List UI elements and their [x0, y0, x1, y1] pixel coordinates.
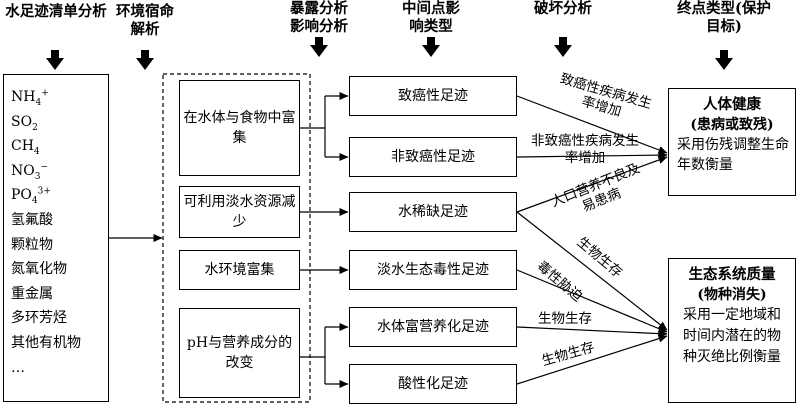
midpoint-label-ecotox: 淡水生态毒性足迹 — [377, 262, 489, 278]
midpoint-box-scarcity: 水稀缺足迹 — [349, 192, 517, 232]
midpoint-label-eutroph: 水体富营养化足迹 — [377, 319, 489, 335]
endpoint-eco-title: 生态系统质量 — [688, 266, 776, 283]
inventory-item-base: NH — [11, 89, 36, 105]
inventory-item-base: 氢氟酸 — [11, 211, 53, 228]
inventory-item-base: 氮氧化物 — [11, 261, 67, 278]
inventory-item: SO2 — [11, 110, 81, 135]
damage-label-noncarcinogenic: 非致癌性疾病发生率增加 — [531, 133, 639, 166]
inventory-item-subscript: 2 — [32, 122, 38, 133]
midpoint-box-eutroph: 水体富营养化足迹 — [349, 307, 517, 347]
inventory-item-base: 重金属 — [11, 285, 53, 302]
header-arrow-damage — [554, 37, 572, 57]
inventory-item-base: PO — [11, 187, 32, 204]
midpoint-label-noncarcinogenic: 非致癌性足迹 — [391, 149, 475, 165]
inventory-item-base: 其他有机物 — [11, 334, 81, 351]
inventory-item: 重金属 — [11, 282, 81, 307]
endpoint-eco-desc: 采用一定地域和时间内潜在的物种灭绝比例衡量 — [683, 307, 781, 365]
exposure-box-enrich-food: 在水体与食物中富集 — [179, 80, 300, 176]
header-damage: 破坏分析 — [534, 0, 592, 17]
header-arrows — [46, 37, 733, 70]
midpoint-box-acid: 酸性化足迹 — [349, 364, 517, 404]
endpoint-box-ecosystem: 生态系统质量 (物种消失) 采用一定地域和时间内潜在的物种灭绝比例衡量 — [668, 258, 796, 403]
endpoint-human-subtitle: (患病或致残) — [690, 117, 774, 133]
exposure-box-water-enrich: 水环境富集 — [179, 250, 300, 290]
exposure-label-freshwater: 可利用淡水资源减少 — [183, 194, 296, 230]
header-arrow-endpoint — [715, 50, 733, 70]
exposure-label-ph-nutrient: pH与营养成分的改变 — [186, 335, 293, 371]
endpoint-eco-subtitle: (物种消失) — [697, 287, 767, 303]
header-arrow-fate — [136, 50, 154, 70]
header-arrow-exposure — [310, 37, 328, 57]
midpoint-box-carcinogenic: 致癌性足迹 — [349, 76, 517, 116]
midpoint-label-carcinogenic: 致癌性足迹 — [398, 88, 468, 104]
inventory-item: 其他有机物 — [11, 331, 81, 356]
inventory-item: 氮氧化物 — [11, 257, 81, 282]
exposure-to-midpoint-arrows — [300, 92, 349, 388]
inventory-item: CH4 — [11, 134, 81, 159]
inventory-item-base: 多环芳烃 — [11, 310, 67, 327]
endpoint-box-human-health: 人体健康 (患病或致残) 采用伤残调整生命年数衡量 — [668, 88, 796, 196]
midpoint-box-noncarcinogenic: 非致癌性足迹 — [349, 137, 517, 177]
inventory-item-base: 颗粒物 — [11, 236, 53, 253]
inventory-item-superscript: − — [40, 162, 49, 173]
inventory-item-base: NO — [11, 162, 35, 179]
inventory-item-subscript: 3 — [34, 171, 41, 182]
exposure-label-water-enrich: 水环境富集 — [204, 262, 275, 278]
inventory-item-subscript: 4 — [31, 196, 38, 207]
header-arrow-midpoint — [422, 37, 440, 57]
inventory-item: 多环芳烃 — [11, 306, 81, 331]
header-inventory: 水足迹清单分析 — [5, 3, 107, 20]
midpoint-label-acid: 酸性化足迹 — [398, 376, 468, 392]
inventory-item: NH4+ — [11, 85, 81, 110]
header-midpoint: 中间点影响类型 — [402, 0, 460, 35]
header-fate: 环境宿命解析 — [116, 3, 174, 38]
inventory-item: … — [11, 356, 81, 381]
exposure-group-dashed — [162, 73, 311, 403]
inventory-item-base: CH — [11, 138, 34, 155]
endpoint-human-desc: 采用伤残调整生命年数衡量 — [677, 137, 789, 173]
inventory-item-base: … — [11, 359, 25, 376]
endpoint-human-title: 人体健康 — [703, 96, 761, 113]
exposure-box-ph-nutrient: pH与营养成分的改变 — [179, 308, 300, 398]
midpoint-to-endpoint-arrows — [516, 95, 668, 385]
exposure-box-freshwater: 可利用淡水资源减少 — [179, 186, 300, 238]
header-arrow-inventory — [46, 50, 64, 70]
header-exposure: 暴露分析影响分析 — [290, 0, 348, 35]
inventory-item-superscript: + — [41, 88, 49, 99]
inventory-item-subscript: 4 — [35, 97, 42, 108]
exposure-label-enrich-food: 在水体与食物中富集 — [183, 110, 296, 146]
inventory-item: 氢氟酸 — [11, 208, 81, 233]
inventory-item-base: SO — [11, 113, 33, 130]
midpoint-label-scarcity: 水稀缺足迹 — [398, 204, 468, 220]
inventory-item: PO43+ — [11, 183, 81, 208]
inventory-item-superscript: 3+ — [37, 186, 51, 197]
damage-label-bio-survival-2: 生物生存 — [538, 311, 592, 327]
inventory-item: NO3− — [11, 159, 81, 184]
inventory-item-subscript: 4 — [33, 146, 40, 157]
inventory-item: 颗粒物 — [11, 233, 81, 258]
header-endpoint: 终点类型(保护目标) — [677, 0, 771, 35]
midpoint-box-ecotox: 淡水生态毒性足迹 — [349, 250, 517, 290]
